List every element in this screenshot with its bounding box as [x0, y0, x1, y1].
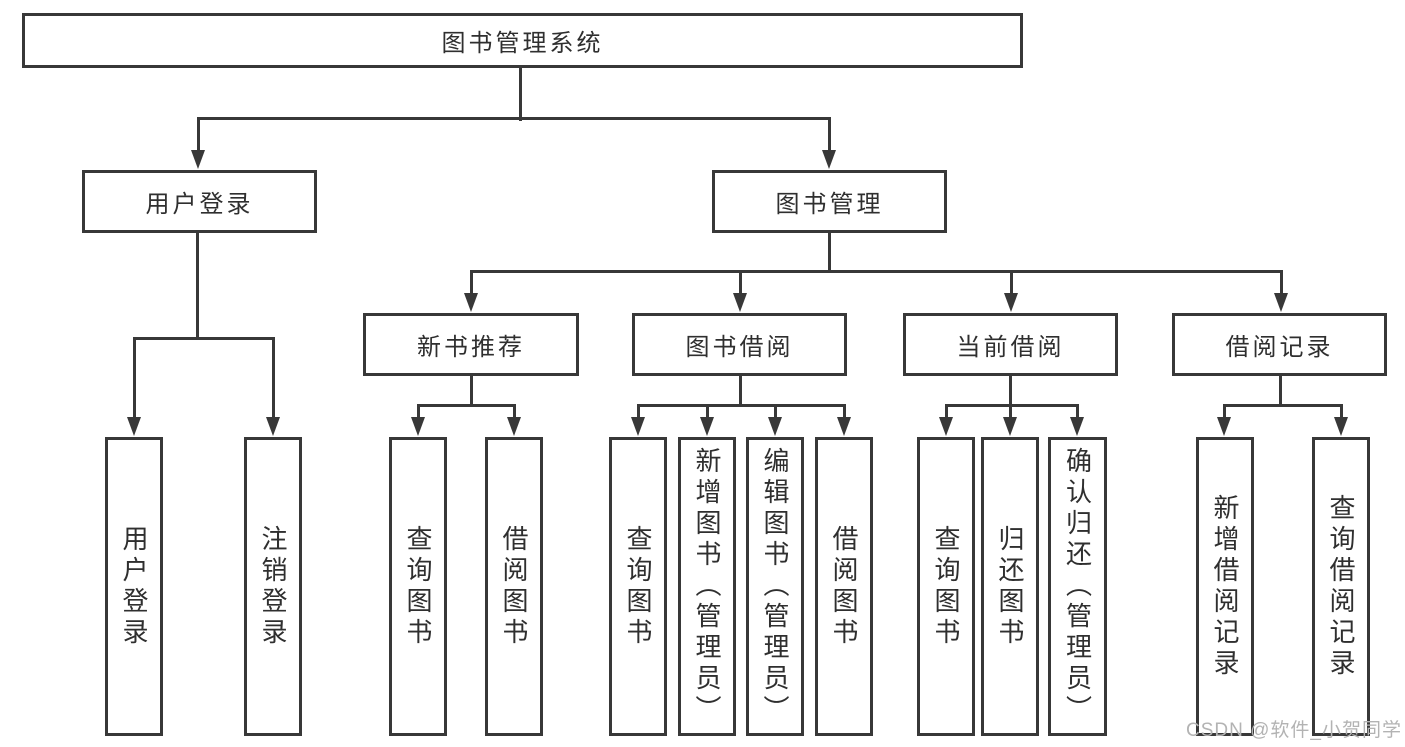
leaf-add-books-admin-label: 新增图书（管理员）	[692, 447, 722, 726]
leaf-borrow-books-label: 借阅图书	[829, 524, 859, 649]
arrowhead-icon	[464, 293, 478, 312]
node-root: 图书管理系统	[22, 13, 1023, 68]
connector-line	[1340, 404, 1343, 419]
leaf-add-borrow-record: 新增借阅记录	[1196, 437, 1254, 736]
connector-line	[196, 233, 199, 340]
arrowhead-icon	[733, 293, 747, 312]
leaf-user-login-label: 用户登录	[119, 524, 149, 649]
leaf-query-books-borrow-label: 查询图书	[623, 524, 653, 649]
connector-line	[1010, 270, 1013, 296]
connector-line	[1223, 404, 1226, 419]
arrowhead-icon	[1334, 417, 1348, 436]
arrowhead-icon	[1003, 417, 1017, 436]
arrowhead-icon	[266, 417, 280, 436]
leaf-query-books-current-label: 查询图书	[931, 524, 961, 649]
connector-line	[1009, 404, 1012, 419]
node-book-management: 图书管理	[712, 170, 947, 233]
arrowhead-icon	[768, 417, 782, 436]
connector-line	[828, 117, 831, 152]
arrowhead-icon	[1004, 293, 1018, 312]
csdn-watermark: CSDN @软件_小贺同学	[1186, 720, 1402, 741]
connector-line	[417, 404, 516, 407]
connector-line	[1279, 376, 1282, 407]
connector-line	[1076, 404, 1079, 419]
connector-line	[828, 233, 831, 273]
connector-line	[843, 404, 846, 419]
arrowhead-icon	[700, 417, 714, 436]
leaf-confirm-return-admin-label: 确认归还（管理员）	[1062, 447, 1093, 726]
connector-line	[637, 404, 846, 407]
leaf-query-borrow-record: 查询借阅记录	[1312, 437, 1370, 736]
leaf-borrow-books-recommend: 借阅图书	[485, 437, 543, 736]
leaf-query-books-current: 查询图书	[917, 437, 975, 736]
arrowhead-icon	[837, 417, 851, 436]
connector-line	[945, 404, 948, 419]
arrowhead-icon	[411, 417, 425, 436]
node-current-borrow: 当前借阅	[903, 313, 1118, 376]
arrowhead-icon	[1217, 417, 1231, 436]
connector-line	[133, 337, 136, 420]
connector-line	[774, 404, 777, 419]
arrowhead-icon	[939, 417, 953, 436]
leaf-borrow-books: 借阅图书	[815, 437, 873, 736]
connector-line	[1280, 270, 1283, 296]
connector-line	[637, 404, 640, 419]
connector-line	[739, 270, 742, 296]
leaf-query-books-recommend: 查询图书	[389, 437, 447, 736]
node-new-book-recommend-label: 新书推荐	[417, 334, 525, 361]
node-book-borrow: 图书借阅	[632, 313, 847, 376]
leaf-add-borrow-record-label: 新增借阅记录	[1210, 493, 1240, 680]
connector-line	[197, 117, 200, 152]
leaf-add-books-admin: 新增图书（管理员）	[678, 437, 736, 736]
node-book-management-label: 图书管理	[775, 191, 884, 218]
arrowhead-icon	[822, 150, 836, 169]
leaf-edit-books-admin-label: 编辑图书（管理员）	[760, 447, 790, 726]
arrowhead-icon	[1070, 417, 1084, 436]
leaf-edit-books-admin: 编辑图书（管理员）	[746, 437, 804, 736]
connector-line	[706, 404, 709, 419]
leaf-user-login: 用户登录	[105, 437, 163, 736]
leaf-borrow-books-recommend-label: 借阅图书	[499, 524, 529, 649]
node-user-login-label: 用户登录	[145, 191, 254, 218]
leaf-return-books-label: 归还图书	[995, 524, 1025, 649]
node-borrow-records: 借阅记录	[1172, 313, 1387, 376]
leaf-query-books-recommend-label: 查询图书	[403, 524, 433, 649]
leaf-confirm-return-admin: 确认归还（管理员）	[1048, 437, 1107, 736]
node-book-borrow-label: 图书借阅	[685, 334, 794, 361]
arrowhead-icon	[1274, 293, 1288, 312]
arrowhead-icon	[631, 417, 645, 436]
node-root-label: 图书管理系统	[441, 30, 604, 57]
node-borrow-records-label: 借阅记录	[1225, 334, 1334, 361]
connector-line	[945, 404, 1079, 407]
connector-line	[519, 68, 522, 121]
connector-line	[197, 117, 831, 120]
connector-line	[417, 404, 420, 419]
arrowhead-icon	[507, 417, 521, 436]
connector-line	[739, 376, 742, 407]
connector-line	[470, 270, 1283, 273]
arrowhead-icon	[191, 150, 205, 169]
leaf-logout-label: 注销登录	[258, 524, 288, 649]
leaf-return-books: 归还图书	[981, 437, 1039, 736]
leaf-logout: 注销登录	[244, 437, 302, 736]
leaf-query-borrow-record-label: 查询借阅记录	[1326, 493, 1356, 680]
connector-line	[470, 376, 473, 407]
connector-line	[513, 404, 516, 419]
connector-line	[1009, 376, 1012, 407]
arrowhead-icon	[127, 417, 141, 436]
node-new-book-recommend: 新书推荐	[363, 313, 579, 376]
connector-line	[470, 270, 473, 296]
leaf-query-books-borrow: 查询图书	[609, 437, 667, 736]
connector-line	[133, 337, 275, 340]
connector-line	[272, 337, 275, 420]
node-user-login: 用户登录	[82, 170, 317, 233]
connector-line	[1223, 404, 1343, 407]
node-current-borrow-label: 当前借阅	[956, 334, 1065, 361]
